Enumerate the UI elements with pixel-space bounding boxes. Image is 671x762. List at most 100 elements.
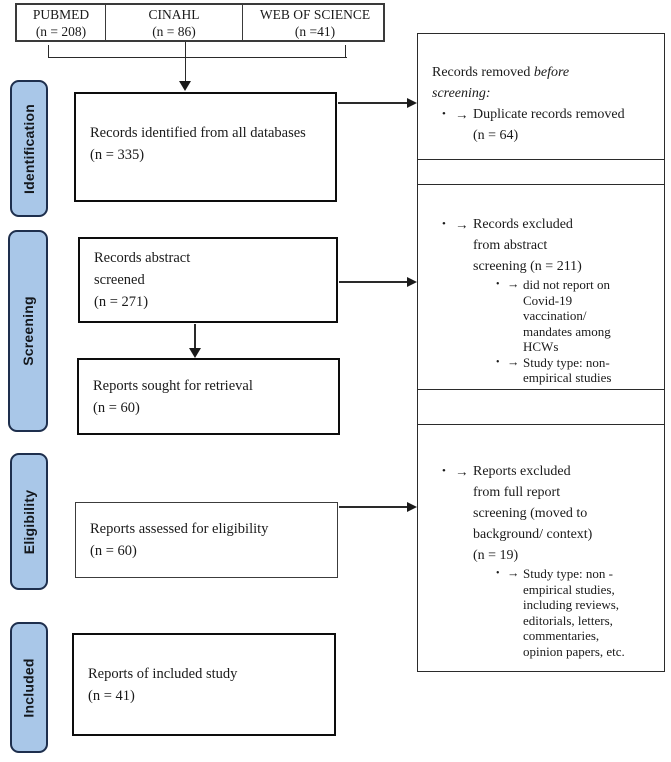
arrow-db-to-identified-line: [184, 42, 187, 82]
bullet-text: Reports excluded from full report screen…: [473, 461, 592, 566]
bullet-line: Study type: non-: [523, 354, 610, 370]
stage-label-text: Identification: [21, 103, 38, 194]
bullet-dot-icon: •: [496, 356, 500, 368]
bullet-text: Records excluded from abstract screening…: [473, 214, 582, 277]
arrow-down-icon: [188, 348, 201, 358]
flow-box-count: (n = 335): [90, 147, 145, 163]
bullet-line: Duplicate records removed: [473, 107, 625, 122]
side-box-excluded-abstract-screening: • → Records excluded from abstract scree…: [418, 184, 664, 389]
arrow-right-icon: [407, 276, 417, 287]
flow-box-line: Records identified from all databases: [90, 125, 306, 141]
bullet-arrow-icon: →: [507, 566, 520, 580]
bullet-line: HCWs: [523, 339, 559, 354]
stage-label-identification: Identification: [10, 80, 48, 217]
bullet-line: did not report on: [523, 277, 611, 292]
sub-bullet-item: • → Study type: non- empirical studies: [496, 355, 660, 386]
bullet-item: • → Duplicate records removed (n = 64): [442, 104, 658, 146]
flow-box-line: Reports assessed for eligibility: [90, 521, 269, 537]
flow-box-line: Records abstract: [94, 250, 191, 266]
flow-box-count: (n = 60): [90, 543, 137, 559]
flow-box-line: Reports of included study: [88, 665, 238, 682]
bullet-line: including reviews,: [523, 597, 620, 612]
bullet-line: commentaries,: [523, 628, 600, 643]
stage-label-text: Eligibility: [21, 489, 37, 554]
bullet-line: screening (moved to: [473, 506, 588, 521]
sub-bullet-text: did not report on Covid-19 vaccination/ …: [523, 277, 611, 355]
stage-label-eligibility: Eligibility: [10, 453, 48, 590]
bullet-arrow-icon: →: [455, 464, 469, 479]
bullet-line: empirical studies,: [523, 581, 615, 597]
bullet-arrow-icon: →: [507, 277, 520, 291]
bullet-item: • → Reports excluded from full report sc…: [442, 461, 660, 566]
bullet-line: Reports excluded: [473, 464, 571, 479]
arrow-down-icon: [179, 81, 191, 91]
flow-box-line: Reports sought for retrieval: [93, 377, 253, 394]
database-count: (n =41): [294, 23, 336, 39]
sub-bullet-text: Study type: non - empirical studies, inc…: [523, 566, 625, 659]
side-box-intro: Records removed before: [432, 62, 658, 83]
bullet-arrow-icon: →: [455, 217, 469, 232]
database-box-web-of-science: WEB OF SCIENCE (n =41): [242, 5, 387, 40]
flow-box-reports-included: Reports of included study (n = 41): [72, 633, 336, 736]
bullet-line: empirical studies: [523, 370, 612, 385]
flow-box-records-identified: Records identified from all databases (n…: [74, 92, 337, 202]
bullet-dot-icon: •: [442, 465, 446, 477]
bullet-item: • → Records excluded from abstract scree…: [442, 214, 660, 277]
stage-label-screening: Screening: [8, 230, 48, 432]
stage-label-text: Included: [21, 657, 38, 718]
bullet-arrow-icon: →: [507, 354, 520, 369]
arrow-screened-to-excluded-line: [339, 281, 408, 283]
bullet-line: background/ context): [473, 527, 593, 542]
arrow-identified-to-removed-line: [338, 102, 408, 104]
flow-box-reports-assessed: Reports assessed for eligibility (n = 60…: [75, 502, 338, 578]
bullet-dot-icon: •: [442, 108, 446, 120]
flow-box-line: screened: [94, 272, 145, 288]
database-count: (n = 208): [35, 23, 87, 39]
database-name: CINAHL: [148, 6, 200, 22]
exclusion-panel: Records removed before screening: • → Du…: [417, 33, 665, 672]
database-name: PUBMED: [32, 6, 90, 22]
bullet-dot-icon: •: [496, 568, 500, 579]
stage-label-text: Screening: [20, 296, 36, 366]
bullet-arrow-icon: →: [455, 107, 469, 122]
stage-label-included: Included: [10, 622, 48, 753]
bullet-line: from abstract: [473, 238, 548, 253]
bullet-line: editorials, letters,: [523, 612, 613, 628]
intro-text-italic: before: [533, 65, 570, 80]
sub-bullet-item: • → Study type: non - empirical studies,…: [496, 566, 660, 659]
bullet-line: vaccination/: [523, 308, 587, 323]
bullet-line: Study type: non -: [523, 566, 613, 581]
database-count: (n = 86): [152, 23, 196, 39]
intro-text: Records removed: [432, 65, 534, 80]
arrow-right-icon: [407, 501, 417, 512]
db-merge-bracket-line: [47, 57, 347, 59]
bullet-line: Covid-19: [523, 292, 573, 308]
bullet-line: Records excluded: [473, 217, 573, 232]
side-spacer-cell: [418, 389, 664, 424]
bullet-line: screening (n = 211): [473, 259, 582, 274]
bullet-dot-icon: •: [496, 279, 500, 290]
bullet-text: Duplicate records removed (n = 64): [473, 104, 625, 146]
intro-text-italic: screening:: [432, 86, 491, 101]
sub-bullet-text: Study type: non- empirical studies: [523, 355, 611, 386]
flow-box-count: (n = 41): [88, 687, 135, 704]
flow-box-count: (n = 271): [94, 294, 149, 310]
bullet-line: (n = 64): [473, 128, 519, 143]
side-box-removed-before-screening: Records removed before screening: • → Du…: [418, 34, 664, 159]
db-merge-bracket-right-tick: [345, 45, 347, 58]
arrow-assessed-to-excluded-line: [339, 506, 408, 508]
database-box-pubmed: PUBMED (n = 208): [17, 5, 105, 40]
bullet-dot-icon: •: [442, 218, 446, 230]
database-name: WEB OF SCIENCE: [259, 6, 371, 22]
bullet-line: opinion papers, etc.: [523, 643, 625, 659]
database-sources-table: PUBMED (n = 208) CINAHL (n = 86) WEB OF …: [15, 3, 385, 42]
side-spacer-cell: [418, 159, 664, 184]
arrow-screened-to-sought-line: [194, 324, 196, 349]
flow-box-abstract-screened: Records abstract screened (n = 271): [78, 237, 338, 323]
sub-bullet-item: • → did not report on Covid-19 vaccinati…: [496, 277, 660, 355]
bullet-line: mandates among: [523, 323, 611, 339]
bullet-line: from full report: [473, 485, 561, 500]
db-merge-bracket-left-tick: [47, 45, 49, 58]
flow-box-count: (n = 60): [93, 399, 140, 416]
